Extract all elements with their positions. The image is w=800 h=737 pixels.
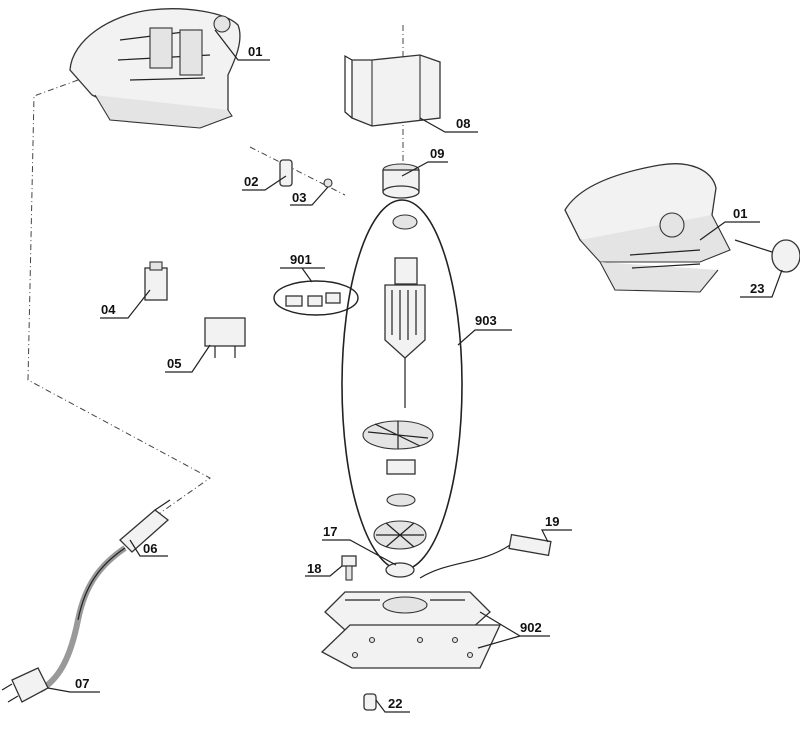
callout-label: 19 <box>545 514 559 529</box>
lead-part-19 <box>419 533 552 579</box>
callout-901: 901 <box>280 252 325 283</box>
callout-label: 01 <box>248 44 262 59</box>
base-plate-assembly <box>320 591 502 669</box>
callout-label: 17 <box>323 524 337 539</box>
callout-05: 05 <box>165 344 211 373</box>
callout-22: 22 <box>375 696 410 713</box>
cap-part-23 <box>734 239 800 273</box>
callout-label: 08 <box>456 116 470 131</box>
carbon-brush-group <box>273 280 359 316</box>
callout-07: 07 <box>47 676 100 693</box>
callout-902: 902 <box>477 611 550 649</box>
housing-left-half <box>69 8 241 129</box>
callout-label: 05 <box>167 356 181 371</box>
sleeve-part-02 <box>279 159 293 187</box>
callout-19: 19 <box>541 514 572 543</box>
callout-label: 06 <box>143 541 157 556</box>
callout-08: 08 <box>419 116 478 133</box>
callout-09: 09 <box>401 146 448 177</box>
callout-label: 07 <box>75 676 89 691</box>
switch-part-04 <box>144 261 168 301</box>
screw-part-18 <box>341 555 357 581</box>
callout-18: 18 <box>305 561 343 577</box>
callout-label: 22 <box>388 696 402 711</box>
callout-04: 04 <box>100 289 151 319</box>
bearing-bottom <box>385 562 415 578</box>
callout-label: 02 <box>244 174 258 189</box>
callout-label: 01 <box>733 206 747 221</box>
bearing-top <box>382 163 420 199</box>
cord-routing-line <box>27 79 211 521</box>
armature-assembly-outline <box>341 199 463 571</box>
power-cable-sleeve <box>119 499 171 553</box>
mains-plug <box>1 667 49 703</box>
callout-02: 02 <box>242 174 287 191</box>
callout-06: 06 <box>129 539 168 557</box>
callout-01-right: 01 <box>699 206 760 241</box>
callout-label: 04 <box>101 302 116 317</box>
callout-903: 903 <box>457 313 512 346</box>
callout-17: 17 <box>322 524 397 566</box>
screw-part-22 <box>363 693 377 711</box>
fan-shroud <box>344 54 441 127</box>
capacitor-part-05 <box>204 317 246 358</box>
callout-label: 901 <box>290 252 312 267</box>
screw-part-03 <box>323 178 333 188</box>
callout-label: 09 <box>430 146 444 161</box>
callout-03: 03 <box>290 186 329 206</box>
callout-label: 903 <box>475 313 497 328</box>
power-cable <box>38 545 127 693</box>
callout-label: 902 <box>520 620 542 635</box>
callout-01-top: 01 <box>214 29 270 61</box>
callout-label: 18 <box>307 561 321 576</box>
callout-label: 03 <box>292 190 306 205</box>
callout-label: 23 <box>750 281 764 296</box>
callout-23: 23 <box>740 269 783 298</box>
housing-right-assembled <box>564 163 731 293</box>
